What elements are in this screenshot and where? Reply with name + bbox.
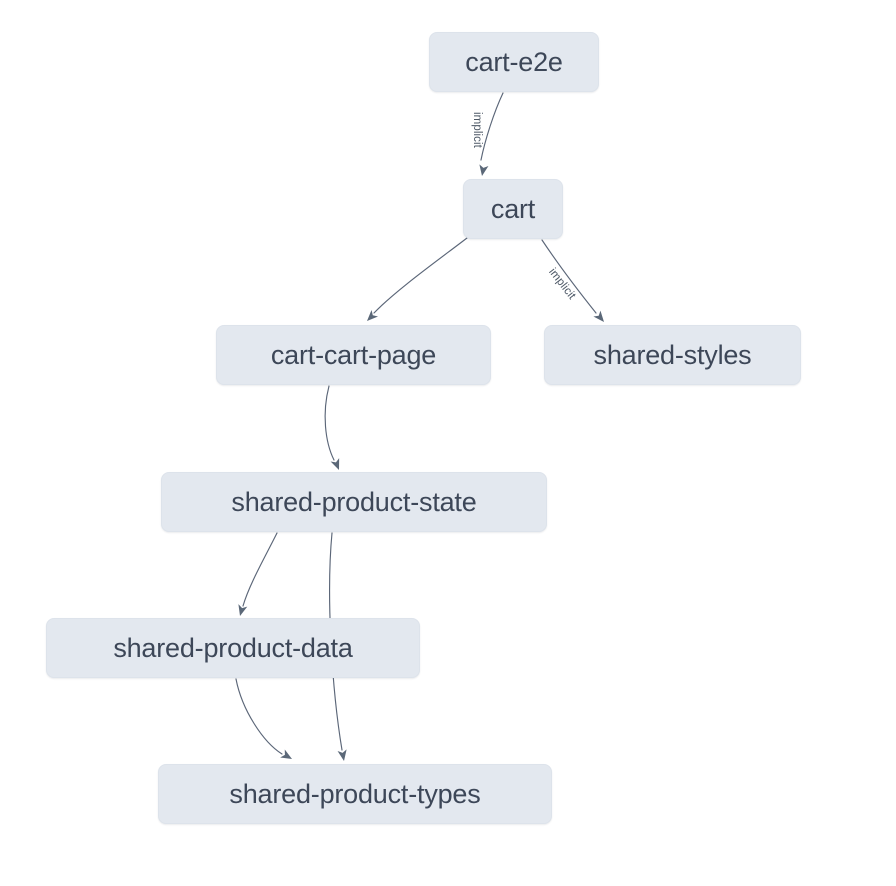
graph-node-label: cart-cart-page <box>270 339 437 370</box>
edge-line <box>242 532 278 607</box>
edge-arrowhead-icon <box>367 309 379 321</box>
edge-line <box>480 92 504 161</box>
edge-label: implicit <box>471 112 483 149</box>
graph-node-shared-product-types[interactable]: shared-product-types <box>158 764 552 824</box>
edge-arrowhead-icon <box>280 749 292 759</box>
graph-node-shared-product-state[interactable]: shared-product-state <box>161 472 547 532</box>
graph-node-label: cart <box>490 193 536 224</box>
edge-line <box>541 239 597 314</box>
graph-edge: implicit <box>471 92 504 176</box>
edge-arrowhead-icon <box>238 604 248 616</box>
graph-edge <box>238 532 278 616</box>
graph-edge <box>235 678 292 759</box>
graph-edge <box>324 385 340 470</box>
edge-arrowhead-icon <box>593 310 604 322</box>
edge-arrowhead-icon <box>330 458 340 470</box>
graph-node-cart-cart-page[interactable]: cart-cart-page <box>216 325 491 385</box>
graph-node-label: shared-product-state <box>231 486 477 517</box>
graph-node-shared-product-data[interactable]: shared-product-data <box>46 618 420 678</box>
graph-node-shared-styles[interactable]: shared-styles <box>544 325 801 385</box>
edge-arrowhead-icon <box>479 164 489 176</box>
graph-node-label: cart-e2e <box>465 46 563 77</box>
graph-node-cart-e2e[interactable]: cart-e2e <box>429 32 599 92</box>
graph-node-label: shared-styles <box>593 339 752 370</box>
edge-line <box>324 385 335 461</box>
graph-edge: implicit <box>541 239 604 322</box>
edge-line <box>373 237 468 314</box>
graph-node-cart[interactable]: cart <box>463 179 563 239</box>
edge-line <box>235 678 283 755</box>
edge-arrowhead-icon <box>337 749 347 761</box>
graph-node-label: shared-product-types <box>229 778 481 809</box>
graph-edge <box>367 237 468 321</box>
graph-node-label: shared-product-data <box>113 632 353 663</box>
